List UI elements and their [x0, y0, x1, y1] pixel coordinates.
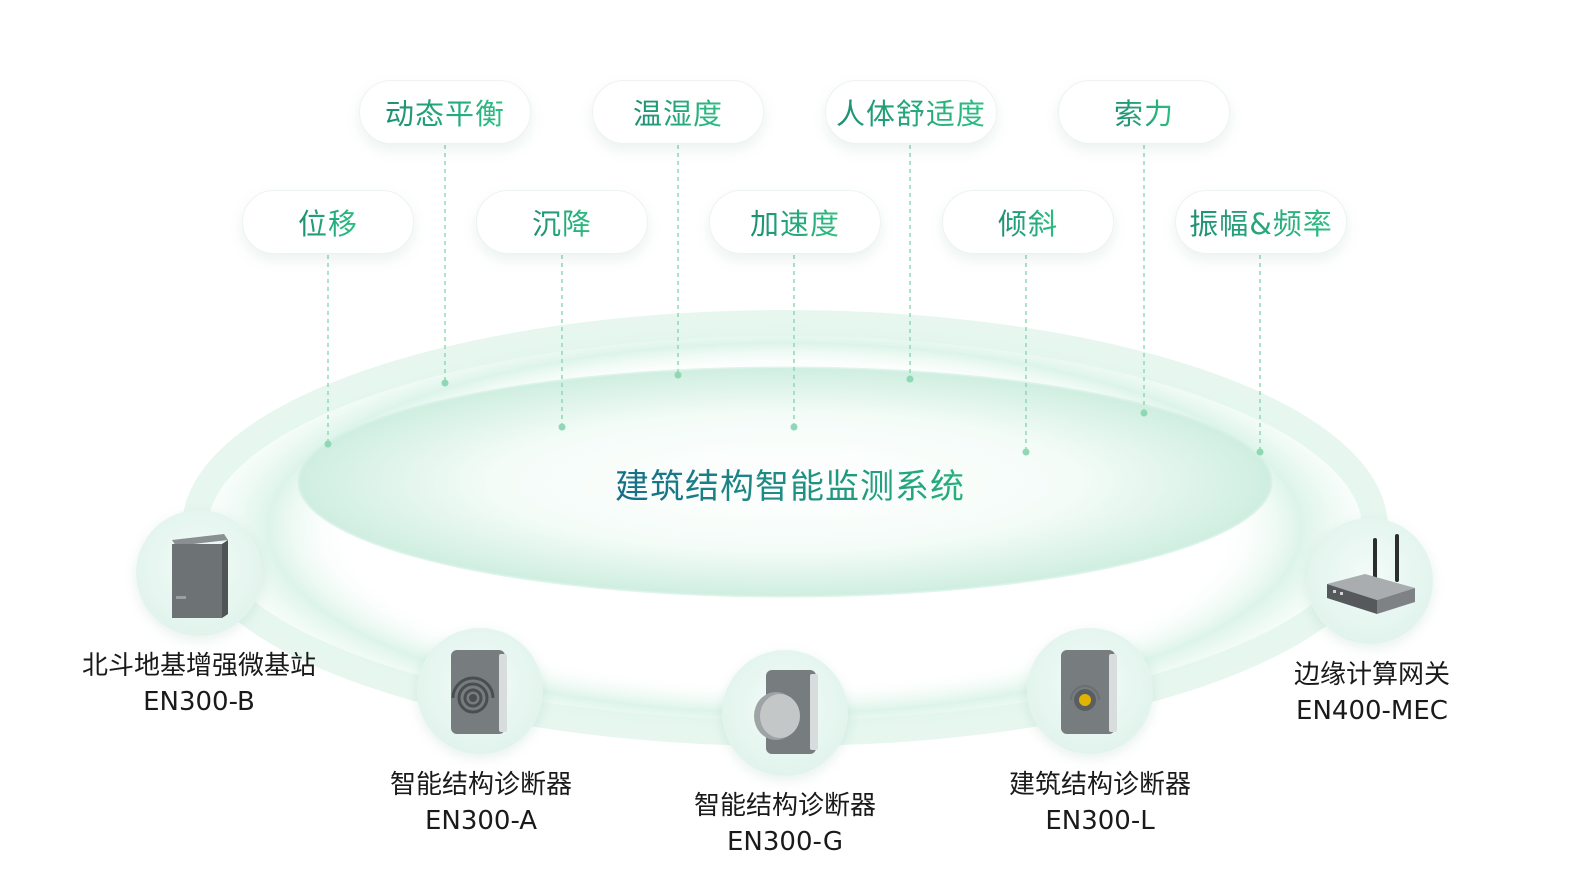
connector-dot	[674, 371, 682, 379]
inner-disc	[299, 368, 1271, 596]
metric-pill-settlement: 沉降	[476, 190, 648, 254]
cabinet-icon	[172, 534, 228, 618]
device-model: EN300-L	[1045, 806, 1155, 836]
metric-label: 人体舒适度	[836, 91, 986, 133]
metric-pill-comfort: 人体舒适度	[825, 80, 997, 144]
metric-pill-amplitude-frequency: 振幅&频率	[1175, 190, 1347, 254]
metric-label: 加速度	[750, 201, 840, 243]
connector-dot	[906, 375, 914, 383]
device-model: EN300-B	[143, 687, 255, 717]
metric-pill-displacement: 位移	[242, 190, 414, 254]
device-circle-en400-mec	[1307, 518, 1433, 644]
sensor-knob-icon	[754, 670, 818, 754]
metric-pill-temp-humidity: 温湿度	[592, 80, 764, 144]
device-circle-en300-a	[417, 628, 543, 754]
connector-dot	[324, 440, 332, 448]
metric-label: 索力	[1114, 91, 1174, 133]
device-label-en300-b: 北斗地基增强微基站 EN300-B	[39, 648, 359, 720]
connector-dot	[790, 423, 798, 431]
system-title: 建筑结构智能监测系统	[490, 459, 1090, 508]
device-label-en300-a: 智能结构诊断器 EN300-A	[321, 767, 641, 839]
device-label-en400-mec: 边缘计算网关 EN400-MEC	[1212, 657, 1532, 729]
metric-label: 振幅&频率	[1189, 201, 1333, 243]
metric-label: 倾斜	[998, 201, 1058, 243]
sensor-dot-icon	[1061, 650, 1117, 734]
connector-dot	[441, 379, 449, 387]
device-name: 智能结构诊断器	[389, 770, 572, 800]
router-icon	[1327, 534, 1415, 614]
connector-dot	[1256, 448, 1264, 456]
device-name: 北斗地基增强微基站	[81, 651, 316, 681]
metric-label: 动态平衡	[385, 91, 505, 133]
metric-pill-acceleration: 加速度	[709, 190, 881, 254]
device-name: 边缘计算网关	[1293, 660, 1450, 690]
metric-pill-dynamic-balance: 动态平衡	[359, 80, 531, 144]
device-label-en300-l: 建筑结构诊断器 EN300-L	[940, 767, 1260, 839]
device-model: EN300-G	[727, 827, 843, 857]
device-circle-en300-g	[722, 650, 848, 776]
metric-pill-tilt: 倾斜	[942, 190, 1114, 254]
connector-dot	[1022, 448, 1030, 456]
device-model: EN400-MEC	[1296, 696, 1448, 726]
device-circle-en300-l	[1027, 628, 1153, 754]
connector-dot	[1140, 409, 1148, 417]
metric-label: 沉降	[532, 201, 592, 243]
metric-label: 位移	[298, 201, 358, 243]
device-circle-en300-b	[136, 510, 262, 636]
sensor-wave-icon	[451, 650, 507, 734]
inner-disc-edge	[297, 366, 1273, 598]
device-name: 智能结构诊断器	[693, 791, 876, 821]
connector-lines	[324, 145, 1264, 456]
metric-label: 温湿度	[633, 91, 723, 133]
system-title-text: 建筑结构智能监测系统	[615, 467, 965, 507]
connector-dot	[558, 423, 566, 431]
metric-pill-cable-force: 索力	[1058, 80, 1230, 144]
device-name: 建筑结构诊断器	[1008, 770, 1191, 800]
device-label-en300-g: 智能结构诊断器 EN300-G	[625, 788, 945, 860]
device-model: EN300-A	[424, 806, 538, 836]
